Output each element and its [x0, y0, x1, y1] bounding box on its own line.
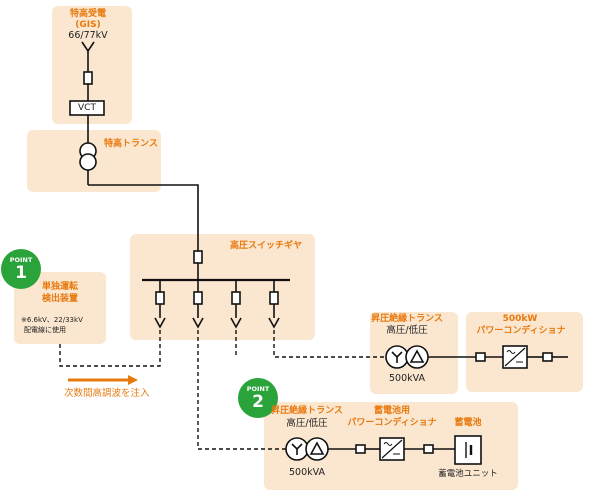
point1-number: 1 [15, 263, 27, 283]
main-transformer-title: 特高トランス [104, 139, 158, 149]
switchgear-title: 高圧スイッチギヤ [230, 241, 303, 251]
main-transformer-coil-lower [79, 153, 97, 171]
point1-badge: POINT 1 [1, 249, 41, 289]
point2-label: POINT [246, 385, 270, 393]
battery-breaker-2 [423, 444, 434, 454]
battery-pcs-title-line2: パワーコンディショナ [347, 418, 437, 428]
switchgear-panel [130, 234, 315, 340]
battery-transformer-ratio: 高圧/低圧 [286, 418, 328, 429]
point2-number: 2 [252, 392, 264, 412]
battery-unit-label: 蓄電池ユニット [438, 469, 498, 479]
pv-breaker-1 [475, 352, 486, 362]
injection-arrow [68, 375, 138, 385]
detector-title-line2: 検出装置 [41, 294, 79, 304]
receiving-breaker [83, 71, 93, 85]
battery-transformer-capacity: 500kVA [288, 467, 326, 478]
battery-transformer-coil-right [305, 437, 329, 461]
feeder-breaker-3 [231, 291, 241, 305]
pv-transformer-ratio: 高圧/低圧 [386, 325, 428, 336]
pv-feeder-line [273, 330, 384, 358]
vct-box [69, 100, 105, 116]
detector-connection [59, 330, 161, 367]
vct-label: VCT [78, 103, 96, 113]
battery-unit-symbol [454, 435, 482, 465]
pv-pcs-capacity: 500kW [502, 314, 538, 324]
feeder-breaker-4 [269, 291, 279, 305]
battery-pcs-title-line1: 蓄電池用 [373, 406, 411, 416]
battery-transformer-title: 昇圧絶縁トランス [271, 406, 343, 416]
pv-transformer-title: 昇圧絶縁トランス [371, 314, 443, 324]
switchgear-main-breaker [193, 250, 203, 264]
pv-transformer-capacity: 500kVA [388, 373, 426, 384]
detector-note-line1: ※6.6kV、22/33kV [21, 316, 83, 324]
battery-breaker-1 [355, 444, 366, 454]
pv-transformer-coil-right [405, 345, 429, 369]
pv-pcs-title: パワーコンディショナ [476, 326, 566, 336]
battery-title: 蓄電池 [454, 418, 482, 428]
receiving-title: 特高受電 [69, 9, 107, 19]
detector-note-line2: 配電線に使用 [24, 326, 66, 334]
antenna-symbol [81, 41, 95, 53]
detector-title-line1: 単独運転 [41, 282, 79, 292]
receiving-gis: (GIS) [75, 20, 101, 30]
pv-breaker-2 [542, 352, 553, 362]
feeder-breaker-1 [155, 291, 165, 305]
feeder-breaker-2 [193, 291, 203, 305]
battery-feeder-line [197, 330, 286, 450]
point1-label: POINT [9, 256, 33, 264]
point2-badge: POINT 2 [238, 378, 278, 418]
receiving-voltage: 66/77kV [68, 30, 108, 41]
injection-note: 次数間高調波を注入 [64, 388, 150, 399]
